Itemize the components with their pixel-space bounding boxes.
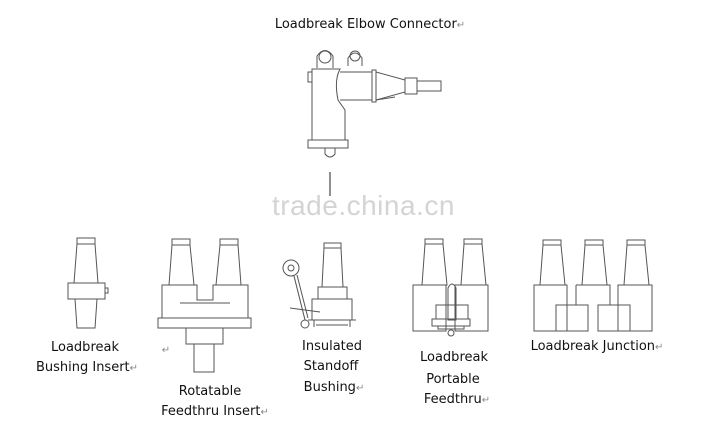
- label-text: Loadbreak Junction: [530, 339, 656, 354]
- title-text: Loadbreak Elbow Connector: [274, 17, 457, 32]
- rotatable-feedthru-drawing: [157, 238, 252, 373]
- portable-feedthru-label-2: Portable: [426, 372, 480, 387]
- loadbreak-junction-drawing: [533, 239, 653, 332]
- elbow-connector-drawing: [307, 50, 442, 196]
- return-mark: ↵: [481, 395, 491, 406]
- label-text: Feedthru Insert: [161, 404, 261, 419]
- rotatable-feedthru-label-2: Feedthru Insert↵: [161, 404, 269, 421]
- junction-label: Loadbreak Junction↵: [531, 339, 664, 356]
- return-mark: ↵: [129, 363, 139, 374]
- watermark: trade.china.cn: [272, 190, 455, 221]
- standoff-label-3: Bushing↵: [304, 380, 365, 397]
- portable-feedthru-label-1: Loadbreak: [420, 350, 488, 365]
- rotatable-feedthru-label-1: Rotatable: [178, 384, 242, 399]
- bushing-insert-label-1: Loadbreak: [51, 340, 119, 355]
- standoff-label-2: Standoff: [303, 359, 359, 374]
- standoff-bushing-drawing: [282, 242, 356, 329]
- bushing-insert-drawing: [67, 237, 109, 329]
- return-mark: ↵: [355, 383, 365, 394]
- standoff-label-1: Insulated: [301, 339, 363, 354]
- return-mark: ↵: [260, 407, 269, 418]
- label-text: Bushing: [303, 380, 356, 395]
- return-mark: ↵: [655, 342, 664, 353]
- label-text: Feedthru: [423, 392, 482, 407]
- return-mark: ↵: [456, 20, 466, 31]
- elbow-connector-label: Loadbreak Elbow Connector↵: [275, 17, 465, 34]
- bushing-insert-label-2: Bushing Insert↵: [36, 360, 138, 377]
- portable-feedthru-drawing: [412, 238, 489, 337]
- label-text: Bushing Insert: [35, 360, 130, 375]
- portable-feedthru-label-3: Feedthru↵: [424, 392, 490, 409]
- return-mark: ↵: [161, 345, 171, 356]
